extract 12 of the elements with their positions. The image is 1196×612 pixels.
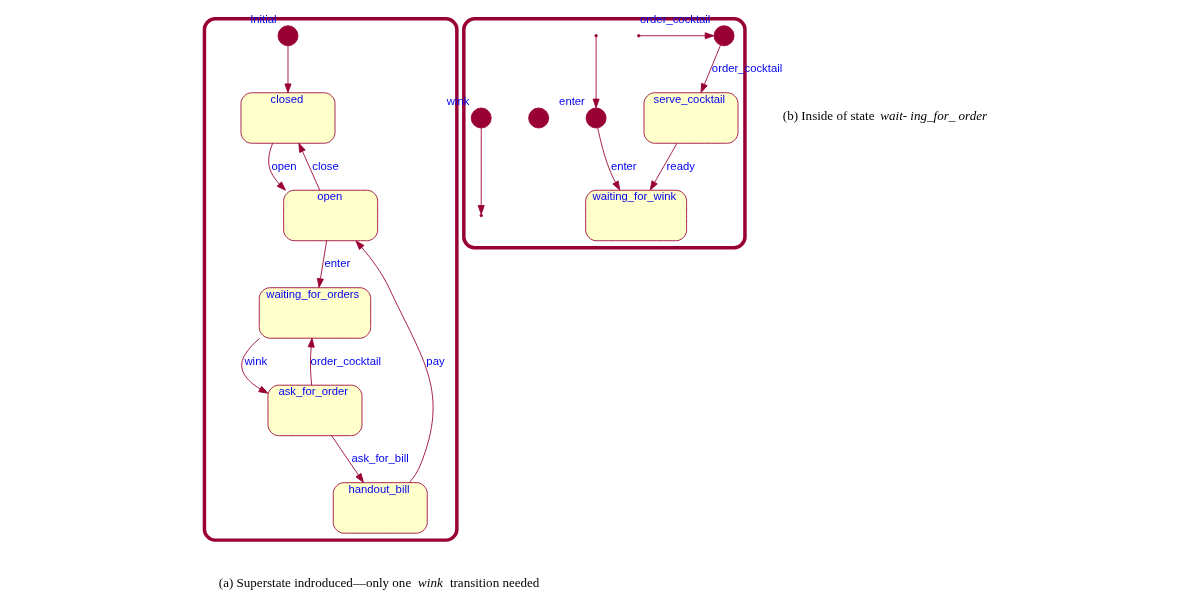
label: (a) Superstate indroduced—only one wink transition needed xyxy=(218,574,539,590)
edge-label: enter xyxy=(610,159,637,172)
edge-label: enter xyxy=(324,257,350,270)
edge-label: ready xyxy=(666,159,695,172)
edge-label: open xyxy=(270,159,297,172)
edge-label: close xyxy=(311,159,339,172)
edge-label: pay xyxy=(425,354,445,367)
node-label: enter xyxy=(558,94,585,107)
label: (b) Inside of state wait- ing_for_ order xyxy=(782,108,987,124)
edge-label: wink xyxy=(243,354,267,367)
edge-label: ask_for_bill xyxy=(351,452,409,465)
edge-label: order_cocktail xyxy=(310,354,381,367)
